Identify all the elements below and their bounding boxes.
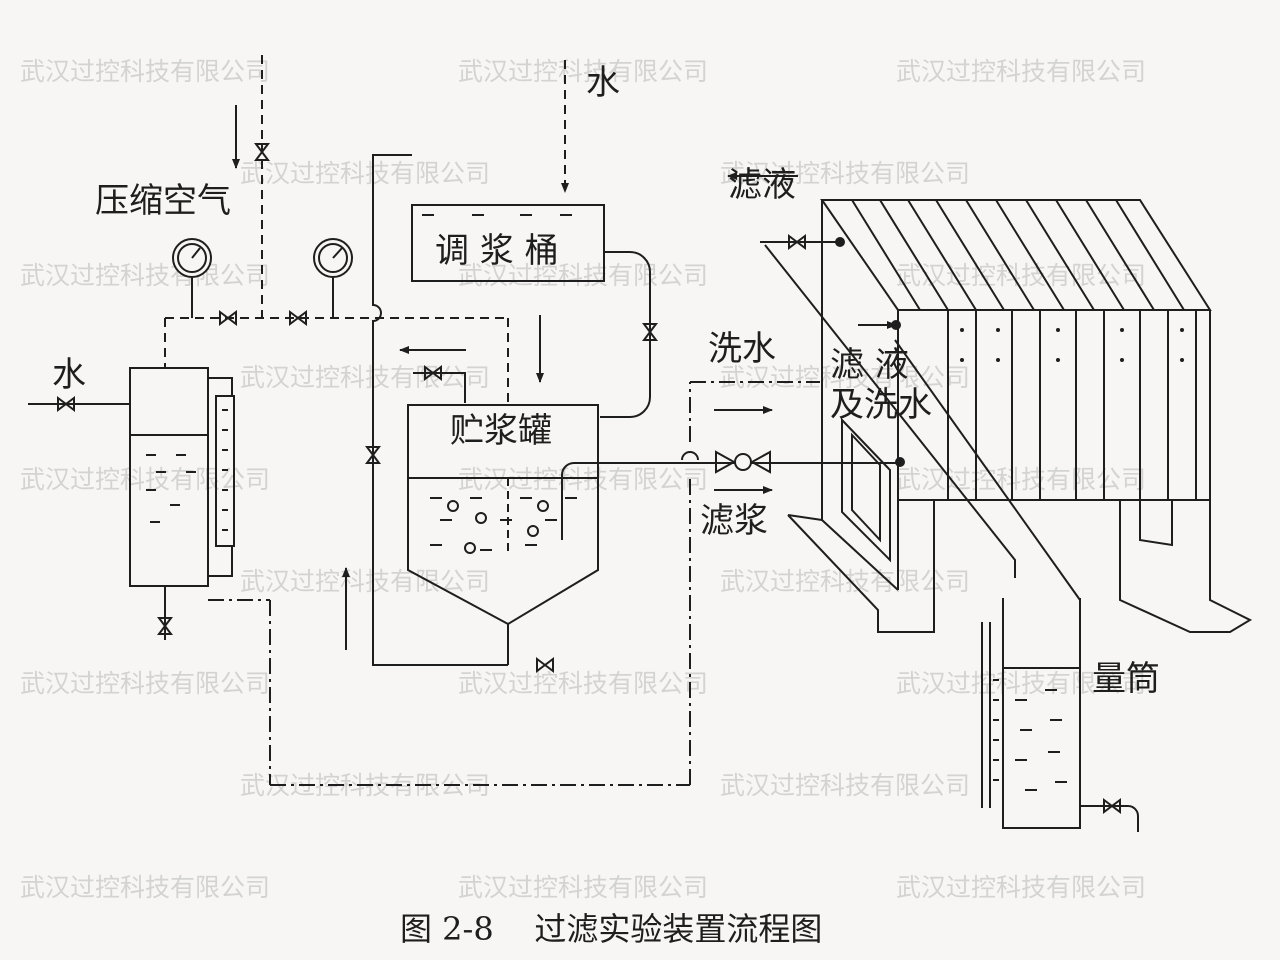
watermark: 武汉过控科技有限公司	[458, 873, 708, 902]
storage-tank-label: 贮浆罐	[450, 411, 552, 451]
watermark: 武汉过控科技有限公司	[896, 261, 1146, 290]
pipe-crossover	[681, 451, 699, 461]
watermark: 武汉过控科技有限公司	[896, 669, 1146, 698]
watermark: 武汉过控科技有限公司	[458, 261, 708, 290]
measuring-cylinder	[981, 598, 1081, 829]
filtrate-label: 滤液	[728, 165, 796, 205]
water-inlet-label-top: 水	[586, 63, 620, 103]
watermark: 武汉过控科技有限公司	[896, 873, 1146, 902]
filtrate-and-wash-label-line2: 及洗水	[830, 385, 932, 425]
watermark: 武汉过控科技有限公司	[20, 465, 270, 494]
watermark: 武汉过控科技有限公司	[20, 57, 270, 86]
measuring-cylinder-label: 量筒	[1092, 659, 1160, 699]
watermark: 武汉过控科技有限公司	[240, 567, 490, 596]
watermark: 武汉过控科技有限公司	[20, 669, 270, 698]
pressure-gauge-right	[313, 238, 353, 318]
recirculation-pipe	[372, 154, 508, 666]
pressure-vessel	[129, 367, 235, 587]
compressed-air-label: 压缩空气	[95, 181, 231, 221]
plate-frame-filter-press	[787, 199, 1253, 633]
watermark: 武汉过控科技有限公司	[20, 873, 270, 902]
wash-water-label: 洗水	[708, 329, 776, 369]
watermark: 武汉过控科技有限公司	[458, 465, 708, 494]
mixing-tank-outlet-pipe	[600, 251, 651, 418]
filtrate-and-wash-label-line1: 滤 液	[830, 345, 909, 385]
watermark: 武汉过控科技有限公司	[720, 159, 970, 188]
pressure-gauge-left	[172, 238, 212, 318]
return-pipe	[413, 372, 466, 403]
watermark: 武汉过控科技有限公司	[720, 567, 970, 596]
compressed-air-line	[164, 55, 509, 405]
watermark: 武汉过控科技有限公司	[240, 159, 490, 188]
watermark: 武汉过控科技有限公司	[720, 771, 970, 800]
cylinder-drain-pipe	[1080, 805, 1139, 832]
slurry-valve	[715, 450, 771, 474]
filtrate-collection-pipe	[764, 244, 1016, 578]
watermark: 武汉过控科技有限公司	[896, 465, 1146, 494]
watermark: 武汉过控科技有限公司	[458, 669, 708, 698]
slurry-feed-line	[208, 381, 820, 786]
watermark: 武汉过控科技有限公司	[458, 57, 708, 86]
watermark: 武汉过控科技有限公司	[20, 261, 270, 290]
mixing-tank	[411, 204, 605, 282]
mixing-tank-label: 调 浆 桶	[435, 231, 559, 271]
watermark: 武汉过控科技有限公司	[896, 57, 1146, 86]
storage-tank	[407, 404, 599, 626]
water-inlet-label-left: 水	[52, 355, 86, 395]
figure-caption: 图 2-8 过滤实验装置流程图	[400, 910, 822, 948]
slurry-label: 滤浆	[700, 501, 768, 541]
slurry-outlet-pipe	[561, 462, 900, 540]
watermark: 武汉过控科技有限公司	[240, 363, 490, 392]
